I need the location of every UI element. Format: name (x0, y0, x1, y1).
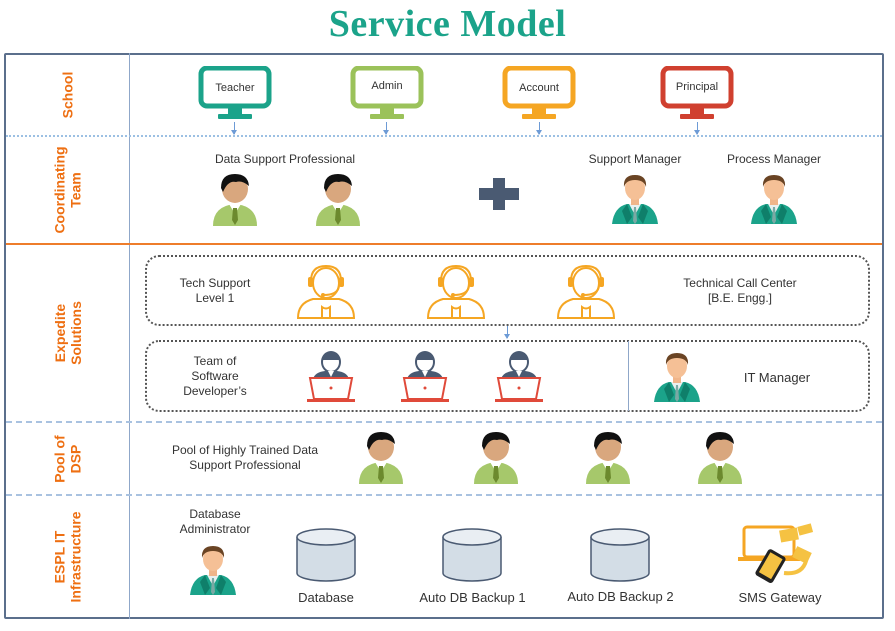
terminal-label-teacher: Teacher (215, 82, 254, 94)
row-label-text: Pool of DSP (51, 434, 84, 483)
database-label: Database (298, 590, 354, 605)
sms-gateway-label: SMS Gateway (738, 590, 822, 605)
row-label-text: School (59, 71, 76, 119)
technical-call-center-label: Technical Call Center [B.E. Engg.] (683, 276, 797, 305)
database-icon (590, 528, 650, 582)
data-support-professional-icon (698, 432, 742, 484)
row-separator (6, 494, 882, 496)
monitor-icon: Principal (660, 66, 734, 119)
row-separator (6, 135, 882, 137)
tech-support-box (145, 255, 870, 326)
row-separator (6, 421, 882, 423)
pool-label: Pool of Highly Trained Data Support Prof… (171, 443, 319, 472)
auto-db-backup-1-label: Auto DB Backup 1 (419, 590, 526, 605)
row-label-espl-it-infrastructure: ESPL IT Infrastructure (6, 496, 129, 617)
row-separator (6, 243, 882, 245)
developer-team-label: Team of Software Developer’s (183, 354, 247, 398)
row-label-text: Coordinating Team (51, 146, 84, 234)
it-manager-icon (654, 353, 700, 402)
it-manager-label: IT Manager (743, 370, 811, 385)
dsp-label: Data Support Professional (214, 152, 356, 166)
tech-support-label: Tech Support Level 1 (179, 276, 251, 305)
down-arrow-icon (694, 122, 700, 135)
database-administrator-icon (190, 546, 236, 595)
data-support-professional-icon (586, 432, 630, 484)
plus-icon (479, 178, 519, 210)
row-label-expedite-solutions: Expedite Solutions (6, 245, 129, 421)
auto-db-backup-2-label: Auto DB Backup 2 (567, 589, 674, 604)
diagram-frame (4, 53, 884, 619)
software-developer-icon (495, 351, 543, 402)
headset-support-icon (556, 264, 616, 319)
data-support-professional-icon (474, 432, 518, 484)
developer-team-box (145, 340, 870, 412)
row-label-coordinating-team: Coordinating Team (6, 137, 129, 243)
row-label-text: Expedite Solutions (51, 301, 84, 365)
data-support-professional-icon (316, 174, 360, 226)
process-manager-label: Process Manager (726, 152, 822, 166)
database-icon (296, 528, 356, 582)
column-divider (129, 53, 130, 619)
down-arrow-icon (504, 326, 510, 339)
monitor-icon: Account (502, 66, 576, 119)
software-developer-icon (307, 351, 355, 402)
process-manager-icon (751, 175, 797, 224)
down-arrow-icon (383, 122, 389, 135)
terminal-label-admin: Admin (371, 80, 402, 92)
box-divider (628, 341, 629, 411)
row-label-text: ESPL IT Infrastructure (51, 510, 84, 603)
database-icon (442, 528, 502, 582)
terminal-label-principal: Principal (676, 81, 718, 93)
data-support-professional-icon (359, 432, 403, 484)
sms-gateway-icon (738, 523, 814, 584)
terminal-label-account: Account (519, 82, 559, 94)
support-manager-label: Support Manager (588, 152, 682, 166)
monitor-icon: Teacher (198, 66, 272, 119)
down-arrow-icon (536, 122, 542, 135)
page-title: Service Model (328, 3, 567, 45)
headset-support-icon (426, 264, 486, 319)
headset-support-icon (296, 264, 356, 319)
support-manager-icon (612, 175, 658, 224)
dba-label: Database Administrator (179, 507, 251, 536)
row-label-pool-of-dsp: Pool of DSP (6, 423, 129, 494)
down-arrow-icon (231, 122, 237, 135)
data-support-professional-icon (213, 174, 257, 226)
monitor-icon: Admin (350, 66, 424, 119)
row-label-school: School (6, 55, 129, 135)
software-developer-icon (401, 351, 449, 402)
